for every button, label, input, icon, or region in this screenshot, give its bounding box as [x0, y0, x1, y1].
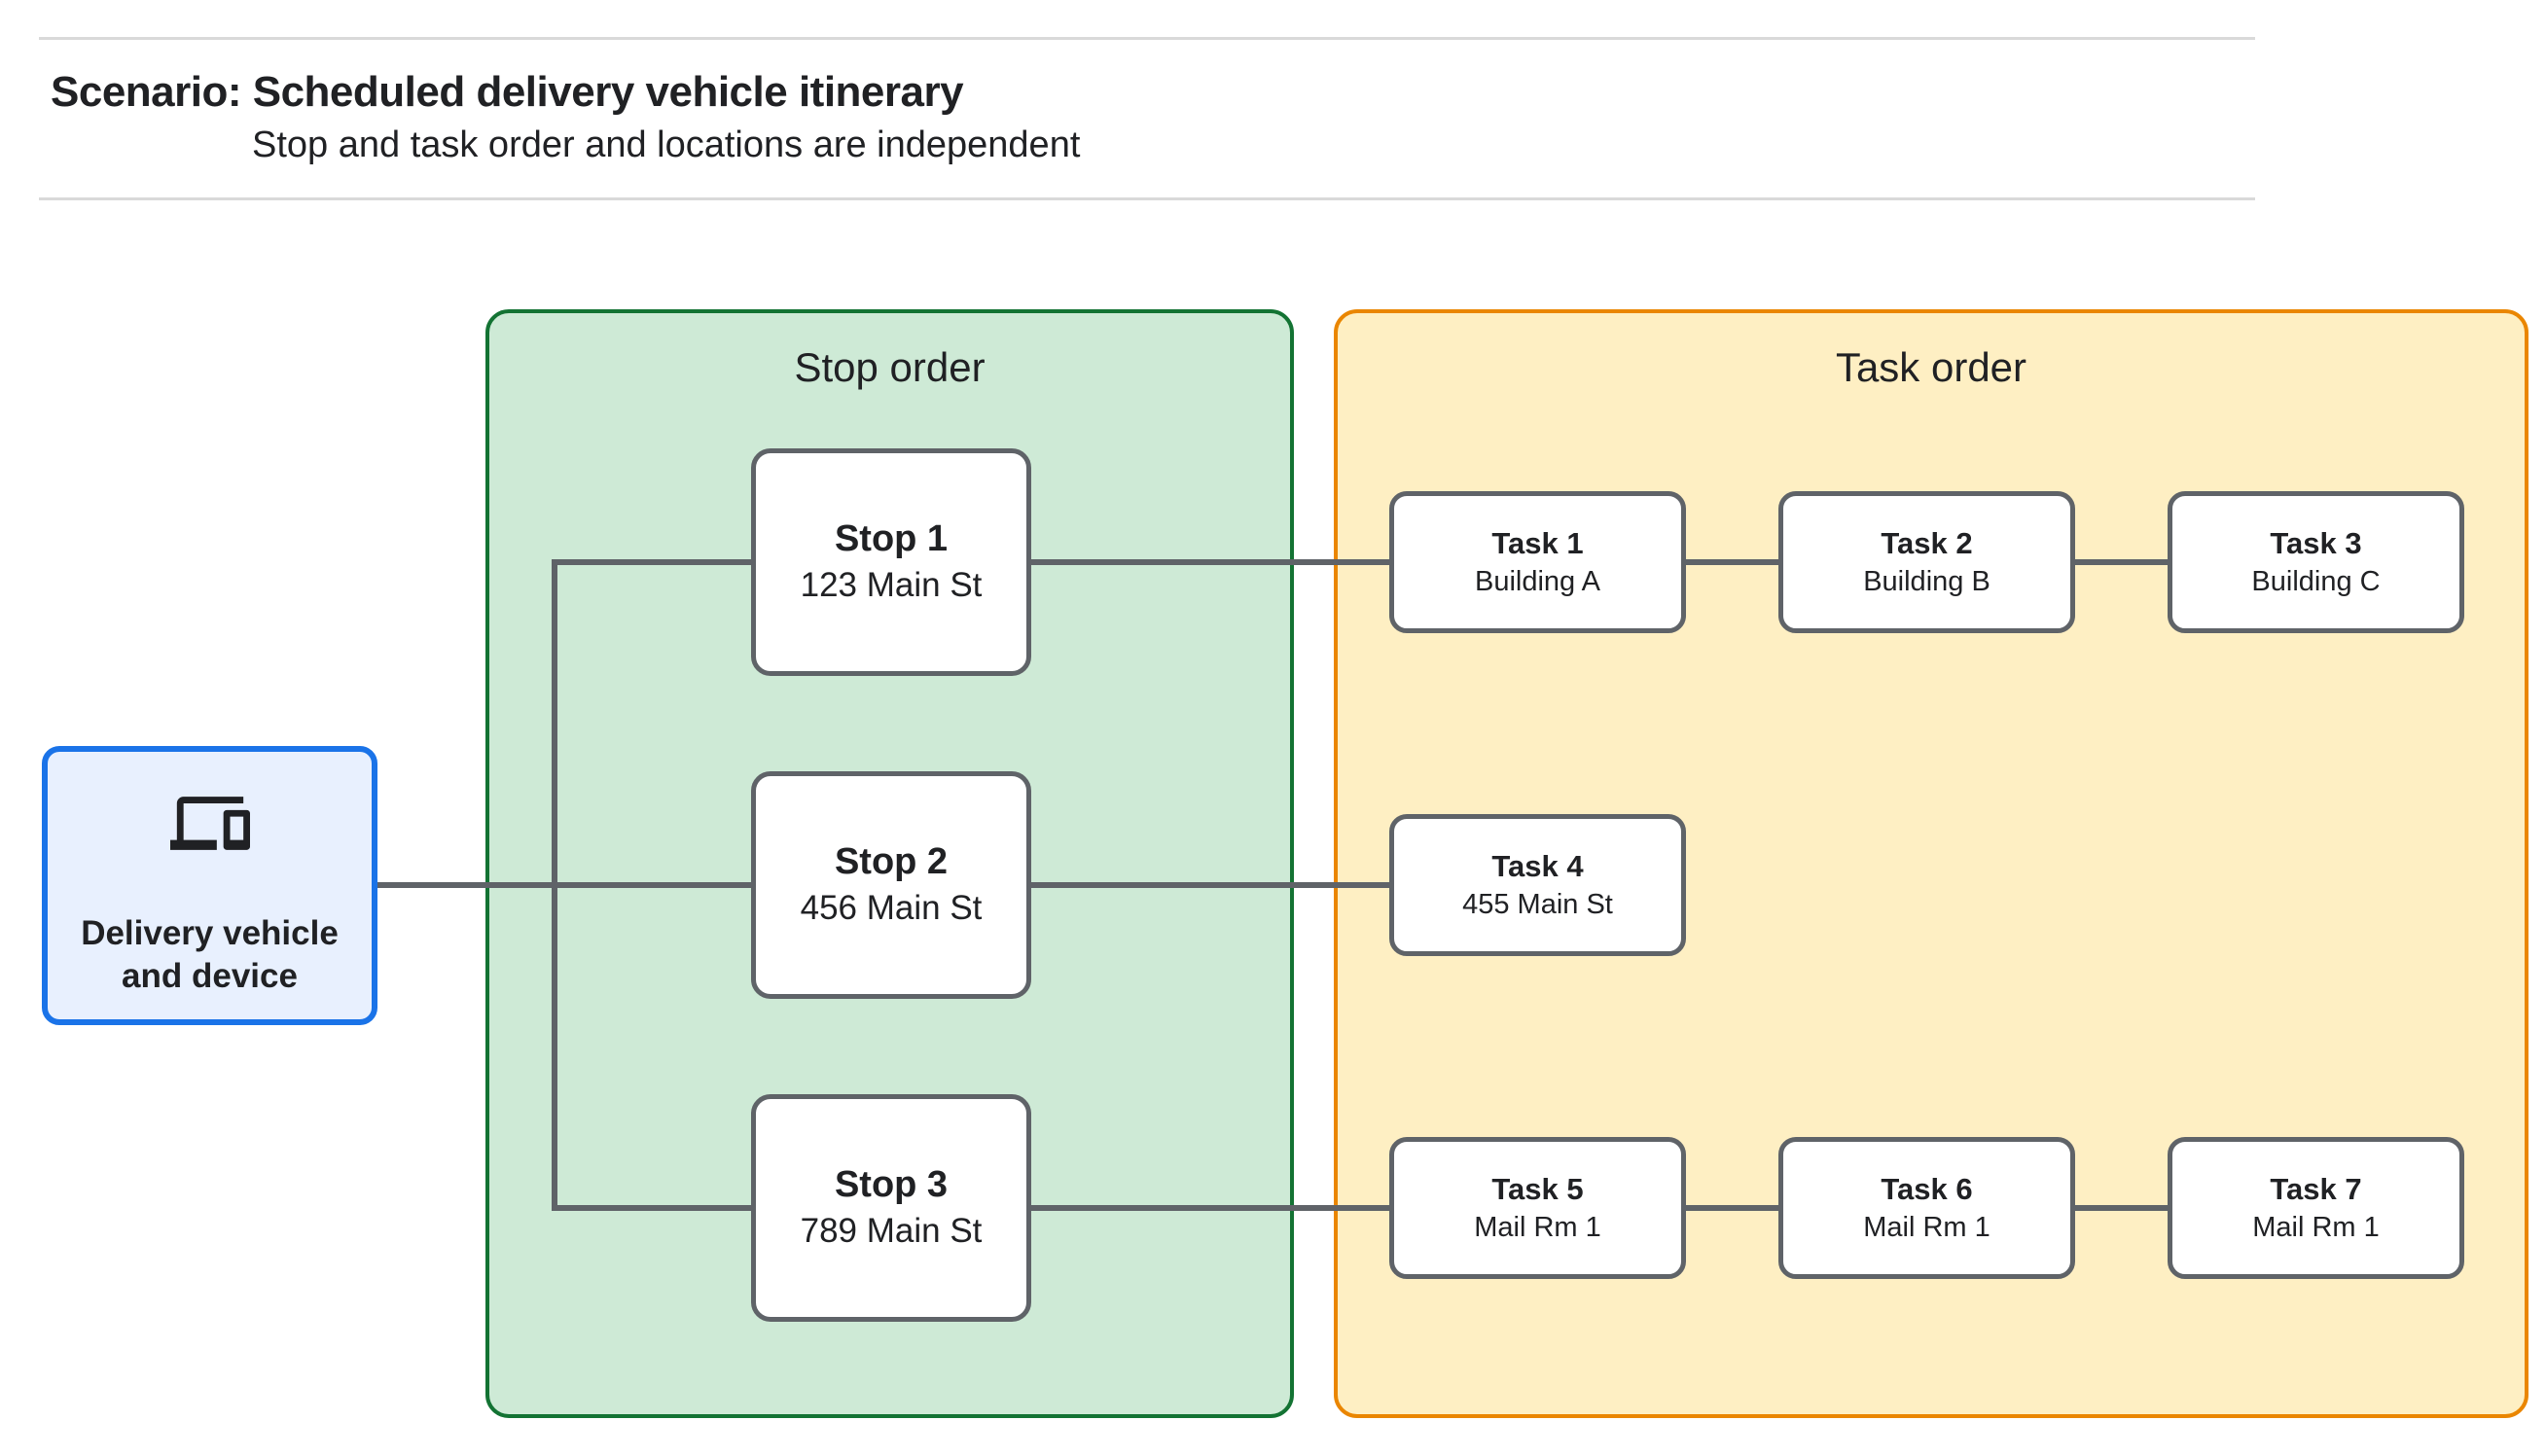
task-7-title: Task 7 — [2270, 1172, 2362, 1206]
stop-3-address: 789 Main St — [800, 1212, 983, 1250]
task-3-title: Task 3 — [2270, 526, 2362, 560]
task-4-location: 455 Main St — [1462, 889, 1613, 920]
edge-task-1-task-2 — [1684, 559, 1778, 565]
task-5-node: Task 5 Mail Rm 1 — [1389, 1137, 1686, 1279]
edge-stop-1-task-1 — [1029, 559, 1389, 565]
edge-delivery-vehicle-stop-1 — [552, 559, 751, 565]
stop-2-title: Stop 2 — [834, 841, 949, 882]
task-6-title: Task 6 — [1881, 1172, 1973, 1206]
task-6-node: Task 6 Mail Rm 1 — [1778, 1137, 2075, 1279]
edge-stop-2-task-4 — [1029, 882, 1389, 888]
task-5-location: Mail Rm 1 — [1474, 1212, 1601, 1243]
edge-delivery-vehicle-stop-2 — [376, 882, 751, 888]
task-4-title: Task 4 — [1491, 849, 1584, 883]
stop-2-node: Stop 2 456 Main St — [751, 771, 1031, 999]
scenario-title: Scenario: Scheduled delivery vehicle iti… — [51, 68, 964, 116]
stop-3-title: Stop 3 — [834, 1164, 949, 1205]
header-divider-bottom — [39, 197, 2255, 200]
header-divider-top — [39, 37, 2255, 40]
task-2-location: Building B — [1863, 566, 1990, 597]
task-3-location: Building C — [2251, 566, 2381, 597]
edge-stop-3-task-5 — [1029, 1205, 1389, 1211]
edge-task-2-task-3 — [2073, 559, 2168, 565]
task-1-title: Task 1 — [1491, 526, 1584, 560]
task-7-node: Task 7 Mail Rm 1 — [2168, 1137, 2464, 1279]
scenario-subtitle: Stop and task order and locations are in… — [252, 124, 1081, 165]
stop-1-title: Stop 1 — [834, 518, 949, 559]
stop-3-node: Stop 3 789 Main St — [751, 1094, 1031, 1322]
task-5-title: Task 5 — [1491, 1172, 1584, 1206]
task-7-location: Mail Rm 1 — [2252, 1212, 2380, 1243]
task-4-node: Task 4 455 Main St — [1389, 814, 1686, 956]
task-2-title: Task 2 — [1881, 526, 1973, 560]
delivery-vehicle-node: Delivery vehicle and device — [42, 746, 377, 1025]
task-2-node: Task 2 Building B — [1778, 491, 2075, 633]
edge-task-6-task-7 — [2073, 1205, 2168, 1211]
stop-2-address: 456 Main St — [800, 889, 983, 927]
task-order-panel-title: Task order — [1835, 344, 2027, 390]
task-6-location: Mail Rm 1 — [1863, 1212, 1990, 1243]
edge-trunk-delivery-vehicle-stops — [552, 559, 557, 1211]
task-1-node: Task 1 Building A — [1389, 491, 1686, 633]
stop-order-panel-title: Stop order — [794, 344, 986, 390]
task-3-node: Task 3 Building C — [2168, 491, 2464, 633]
task-1-location: Building A — [1475, 566, 1600, 597]
delivery-vehicle-label: Delivery vehicle and device — [81, 914, 339, 995]
devices-icon — [169, 797, 250, 850]
stop-1-address: 123 Main St — [800, 566, 983, 604]
edge-task-5-task-6 — [1684, 1205, 1778, 1211]
edge-delivery-vehicle-stop-3 — [552, 1205, 751, 1211]
stop-1-node: Stop 1 123 Main St — [751, 448, 1031, 676]
